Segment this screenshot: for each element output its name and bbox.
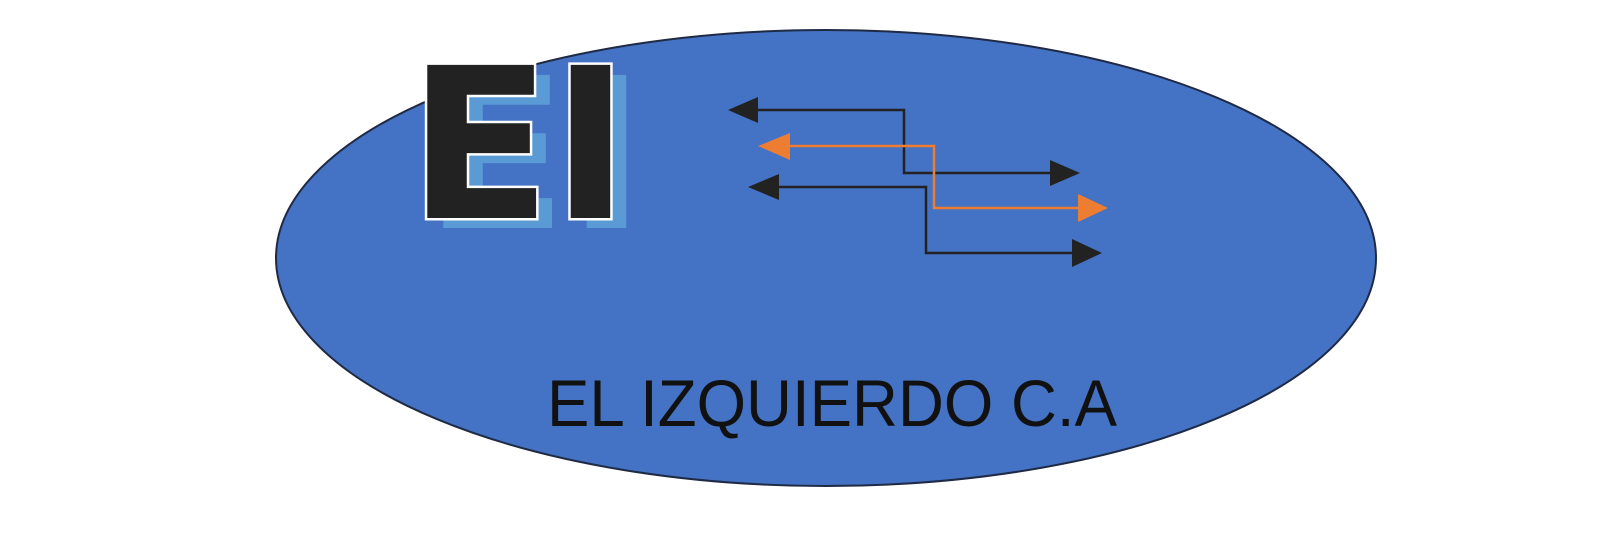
arrow-head-2b [1072, 239, 1102, 267]
arrow-head-1a [728, 97, 758, 123]
monogram: EI EI [406, 21, 646, 279]
arrow-head-accent-b [1078, 194, 1108, 222]
arrow-line-1 [738, 108, 1050, 175]
arrow-line-accent [780, 144, 1080, 210]
arrow-head-accent-a [758, 133, 790, 160]
monogram-text: EI [408, 23, 630, 268]
arrow-line-2 [775, 185, 1072, 255]
company-name: EL IZQUIERDO C.A [547, 366, 1117, 440]
arrow-head-2a [748, 174, 779, 200]
arrow-head-1b [1050, 160, 1080, 186]
monogram-shadow: EI [424, 33, 646, 278]
transfer-arrows-icon [728, 97, 1108, 267]
logo-ellipse [275, 29, 1377, 487]
